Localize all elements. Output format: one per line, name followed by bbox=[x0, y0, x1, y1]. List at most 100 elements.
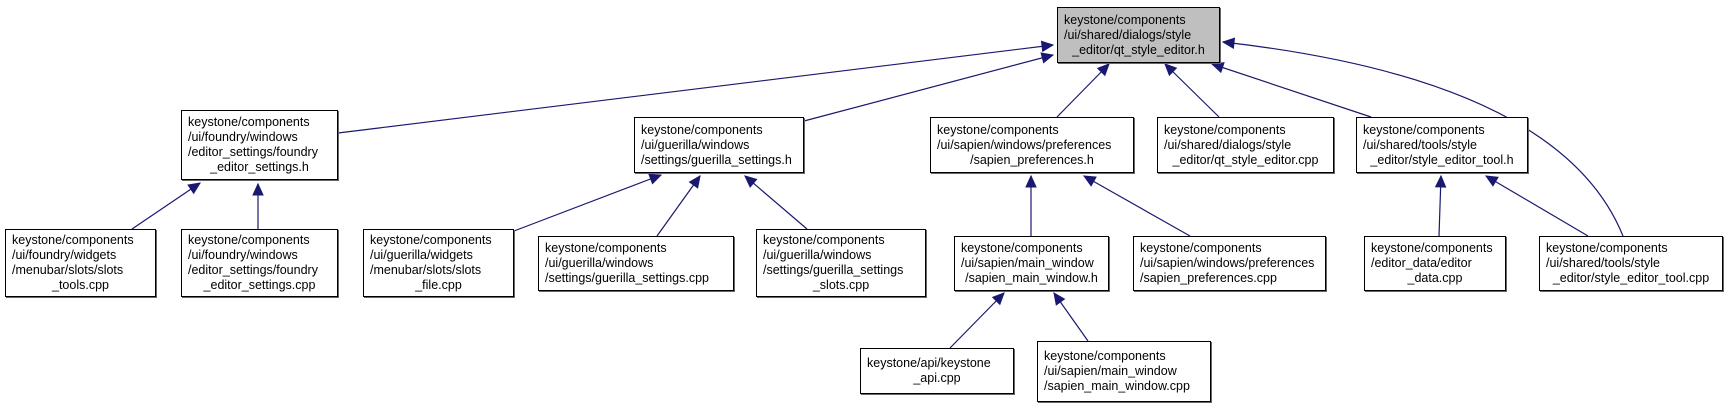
node-label-line: _file.cpp bbox=[415, 278, 462, 292]
edge-foundry_h-to-root bbox=[337, 44, 1054, 134]
node-label-line: /ui/guerilla/widgets bbox=[370, 248, 473, 262]
edge-qt_cpp-to-root bbox=[1164, 63, 1220, 118]
arrowhead-icon bbox=[991, 292, 1005, 306]
node-label-line: /ui/guerilla/windows bbox=[763, 248, 872, 262]
node-label-line: /sapien_main_window.h bbox=[965, 271, 1098, 285]
graph-node[interactable]: keystone/components/ui/foundry/windows/e… bbox=[181, 229, 338, 297]
node-label-line: /settings/guerilla_settings bbox=[763, 263, 904, 277]
node-label-line: _api.cpp bbox=[913, 371, 961, 385]
node-label-line: keystone/components bbox=[1546, 241, 1668, 255]
node-label-line: /ui/sapien/main_window bbox=[961, 256, 1094, 270]
graph-node[interactable]: keystone/components/editor_data/editor_d… bbox=[1364, 236, 1506, 291]
node-label-line: _tools.cpp bbox=[52, 278, 109, 292]
arrowhead-icon bbox=[1164, 63, 1178, 77]
graph-node[interactable]: keystone/components/ui/shared/tools/styl… bbox=[1356, 117, 1528, 173]
graph-node[interactable]: keystone/components/ui/guerilla/windows/… bbox=[756, 229, 926, 297]
edge-sapien_pref_h-to-root bbox=[1056, 63, 1110, 118]
graph-node[interactable]: keystone/api/keystone_api.cpp bbox=[860, 348, 1014, 394]
arrowhead-icon bbox=[252, 182, 264, 196]
node-label-line: /ui/shared/tools/style bbox=[1363, 137, 1477, 152]
node-label-line: /ui/foundry/widgets bbox=[12, 248, 117, 262]
arrowhead-icon bbox=[1434, 174, 1447, 188]
node-label-line: /ui/shared/dialogs/style bbox=[1064, 27, 1192, 42]
arrowhead-icon bbox=[1053, 292, 1066, 306]
node-label-line: keystone/components bbox=[370, 233, 492, 247]
graph-node[interactable]: keystone/components/ui/guerilla/widgets/… bbox=[363, 229, 514, 297]
arrowhead-icon bbox=[1210, 62, 1225, 74]
node-label-line: /ui/sapien/main_window bbox=[1044, 364, 1177, 378]
edge-guerilla_slots-to-guerilla_h bbox=[744, 175, 808, 230]
node-label-line: /menubar/slots/slots bbox=[370, 263, 482, 277]
node-label-line: /ui/guerilla/windows bbox=[641, 137, 750, 152]
node-label-line: keystone/components bbox=[961, 241, 1083, 255]
arrowhead-icon bbox=[1082, 175, 1097, 187]
edge-set_h-to-root bbox=[1211, 63, 1372, 118]
edge-api_cpp-to-smw_h bbox=[949, 292, 1005, 349]
node-label-line: /editor_settings/foundry bbox=[188, 263, 318, 277]
node-label-line: keystone/components bbox=[188, 233, 310, 247]
node-label-line: keystone/components bbox=[1044, 349, 1166, 363]
node-label-line: /sapien_preferences.h bbox=[970, 152, 1094, 167]
arrowhead-icon bbox=[648, 173, 663, 185]
node-label-line: /editor_settings/foundry bbox=[188, 145, 318, 159]
node-label-line: keystone/components bbox=[1164, 122, 1286, 137]
arrowhead-icon bbox=[744, 175, 758, 188]
node-label-line: /menubar/slots/slots bbox=[12, 263, 124, 277]
edge-slots_tools-to-foundry_h bbox=[131, 182, 201, 230]
root-node[interactable]: keystone/components/ui/shared/dialogs/st… bbox=[1057, 7, 1220, 63]
node-label-line: keystone/components bbox=[641, 122, 763, 137]
arrowhead-icon bbox=[187, 182, 202, 195]
graph-node[interactable]: keystone/components/ui/shared/dialogs/st… bbox=[1157, 117, 1334, 173]
node-label-line: keystone/components bbox=[1064, 12, 1186, 27]
graph-node[interactable]: keystone/components/ui/shared/tools/styl… bbox=[1539, 236, 1723, 291]
node-label-line: _data.cpp bbox=[1407, 271, 1463, 285]
node-label-line: /editor_data/editor bbox=[1371, 256, 1472, 270]
graph-node[interactable]: keystone/components/ui/foundry/widgets/m… bbox=[5, 229, 156, 297]
node-label-line: keystone/api/keystone bbox=[867, 356, 991, 370]
node-label-line: /settings/guerilla_settings.cpp bbox=[545, 271, 709, 285]
graph-node[interactable]: keystone/components/ui/foundry/windows/e… bbox=[181, 110, 338, 180]
node-label-line: _editor/qt_style_editor.h bbox=[1072, 42, 1205, 57]
node-label-line: /ui/shared/tools/style bbox=[1546, 256, 1660, 270]
graph-node[interactable]: keystone/components/ui/sapien/main_windo… bbox=[1037, 341, 1211, 402]
node-label-line: _slots.cpp bbox=[812, 278, 870, 292]
node-label-line: keystone/components bbox=[188, 115, 310, 129]
graph-node[interactable]: keystone/components/ui/sapien/main_windo… bbox=[954, 236, 1109, 291]
arrowhead-icon bbox=[1025, 174, 1037, 188]
arrowhead-icon bbox=[1096, 63, 1110, 77]
node-label-line: /ui/guerilla/windows bbox=[545, 256, 654, 270]
graph-node[interactable]: keystone/components/ui/sapien/windows/pr… bbox=[1133, 236, 1326, 291]
node-label-line: /ui/shared/dialogs/style bbox=[1164, 137, 1292, 152]
graph-node[interactable]: keystone/components/ui/guerilla/windows/… bbox=[634, 117, 804, 173]
node-label-line: /sapien_preferences.cpp bbox=[1140, 271, 1277, 285]
node-label-line: _editor_settings.h bbox=[210, 160, 309, 174]
node-label-line: keystone/components bbox=[545, 241, 667, 255]
node-label-line: keystone/components bbox=[12, 233, 134, 247]
node-label-line: /ui/foundry/windows bbox=[188, 248, 298, 262]
node-label-line: keystone/components bbox=[1371, 241, 1493, 255]
arrowhead-icon bbox=[1040, 40, 1055, 53]
graph-node[interactable]: keystone/components/ui/sapien/windows/pr… bbox=[930, 117, 1134, 173]
node-label-line: keystone/components bbox=[1363, 122, 1485, 137]
edge-guerilla_h-to-root bbox=[803, 54, 1054, 122]
node-label-line: /sapien_main_window.cpp bbox=[1044, 379, 1190, 393]
node-label-line: _editor/style_editor_tool.cpp bbox=[1552, 271, 1710, 285]
node-label-line: keystone/components bbox=[763, 233, 885, 247]
arrowhead-icon bbox=[688, 175, 701, 189]
edge-slots_file-to-guerilla_h bbox=[513, 174, 662, 232]
arrowhead-icon bbox=[1221, 37, 1236, 50]
edge-set_cpp-to-set_h bbox=[1485, 175, 1589, 237]
edge-set_cpp-to-root bbox=[1222, 41, 1624, 237]
node-label-line: _editor_settings.cpp bbox=[203, 278, 316, 292]
node-label-line: _editor/qt_style_editor.cpp bbox=[1172, 152, 1319, 167]
arrowhead-icon bbox=[1040, 52, 1055, 64]
node-label-line: /ui/sapien/windows/preferences bbox=[1140, 256, 1315, 270]
node-label-line: /settings/guerilla_settings.h bbox=[641, 152, 792, 167]
graph-node[interactable]: keystone/components/ui/guerilla/windows/… bbox=[538, 236, 734, 291]
node-label-line: _editor/style_editor_tool.h bbox=[1370, 152, 1514, 167]
node-label-line: keystone/components bbox=[1140, 241, 1262, 255]
node-label-line: keystone/components bbox=[937, 122, 1059, 137]
edge-guerilla_cpp-to-guerilla_h bbox=[656, 175, 701, 237]
